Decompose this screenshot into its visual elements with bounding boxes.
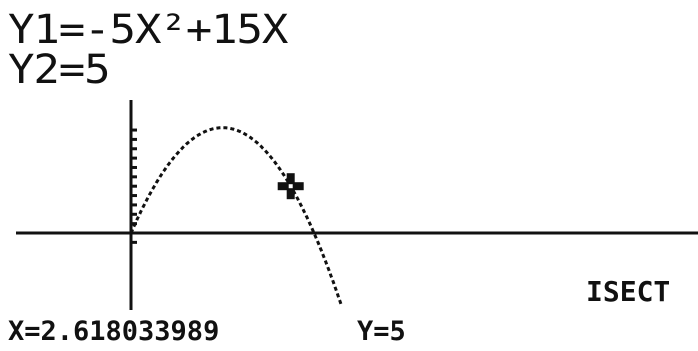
y-axis-ticks [131,128,137,244]
y2-equation: Y2=5 [8,47,111,93]
plus-cursor-icon[interactable] [277,173,304,200]
curve-y1 [129,126,343,307]
isect-label: ISECT [586,275,671,308]
y-readout: Y=5 [357,316,406,347]
cursor-center [288,184,293,189]
y1-equation: Y1=-5X²+15X [8,7,288,53]
x-readout: X=2.618033989 [8,316,220,347]
